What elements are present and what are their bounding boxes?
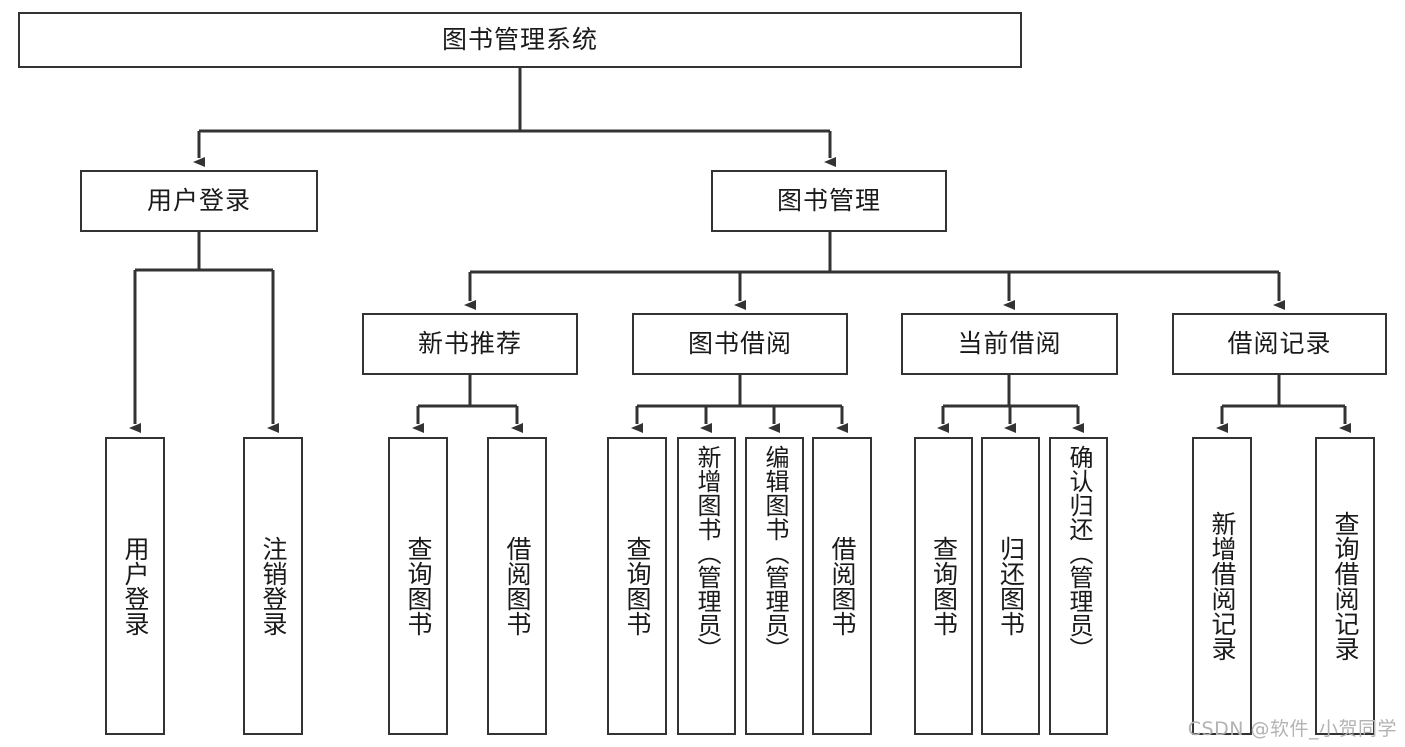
- node-label: 查询图书: [623, 536, 652, 636]
- node-label: 查询图书: [929, 536, 959, 636]
- leaf-query-book-recommend[interactable]: 查询图书: [388, 437, 448, 735]
- node-user-login[interactable]: 用户登录: [80, 170, 318, 232]
- node-label: 注销登录: [259, 536, 288, 636]
- leaf-add-borrow-record[interactable]: 新增借阅记录: [1192, 437, 1252, 735]
- leaf-edit-book-admin[interactable]: 编辑图书（管理员）: [745, 437, 804, 735]
- node-label: 图书管理系统: [441, 24, 598, 54]
- node-label: 借阅记录: [1227, 328, 1332, 358]
- leaf-return-book[interactable]: 归还图书: [981, 437, 1040, 735]
- node-label: 借阅图书: [503, 536, 532, 636]
- node-book-management[interactable]: 图书管理: [711, 170, 947, 232]
- node-label: 图书借阅: [687, 328, 792, 358]
- leaf-logout-login[interactable]: 注销登录: [243, 437, 303, 735]
- node-root-system[interactable]: 图书管理系统: [18, 12, 1022, 68]
- node-book-borrow[interactable]: 图书借阅: [632, 313, 848, 375]
- node-label: 编辑图书（管理员）: [760, 445, 789, 661]
- node-label: 新增图书（管理员）: [692, 445, 721, 661]
- node-label: 借阅图书: [828, 536, 857, 636]
- node-label: 用户登录: [146, 185, 251, 215]
- node-label: 当前借阅: [957, 328, 1062, 358]
- node-label: 查询图书: [404, 536, 433, 636]
- leaf-borrow-book[interactable]: 借阅图书: [812, 437, 872, 735]
- node-current-borrow[interactable]: 当前借阅: [901, 313, 1118, 375]
- node-borrow-record[interactable]: 借阅记录: [1172, 313, 1387, 375]
- leaf-query-book-borrow[interactable]: 查询图书: [607, 437, 667, 735]
- node-label: 图书管理: [776, 185, 881, 215]
- leaf-borrow-book-recommend[interactable]: 借阅图书: [487, 437, 547, 735]
- leaf-query-borrow-record[interactable]: 查询借阅记录: [1315, 437, 1375, 735]
- node-label: 用户登录: [121, 536, 150, 636]
- csdn-watermark: CSDN @软件_小贺同学: [1187, 718, 1397, 740]
- leaf-add-book-admin[interactable]: 新增图书（管理员）: [677, 437, 736, 735]
- leaf-query-book-current[interactable]: 查询图书: [914, 437, 973, 735]
- node-new-book-recommend[interactable]: 新书推荐: [362, 313, 578, 375]
- node-label: 查询借阅记录: [1331, 511, 1360, 661]
- leaf-user-login[interactable]: 用户登录: [105, 437, 165, 735]
- node-label: 归还图书: [996, 536, 1026, 636]
- node-label: 新增借阅记录: [1208, 511, 1237, 661]
- leaf-confirm-return-admin[interactable]: 确认归还（管理员）: [1049, 437, 1108, 735]
- node-label: 确认归还（管理员）: [1064, 445, 1093, 661]
- node-label: 新书推荐: [417, 328, 522, 358]
